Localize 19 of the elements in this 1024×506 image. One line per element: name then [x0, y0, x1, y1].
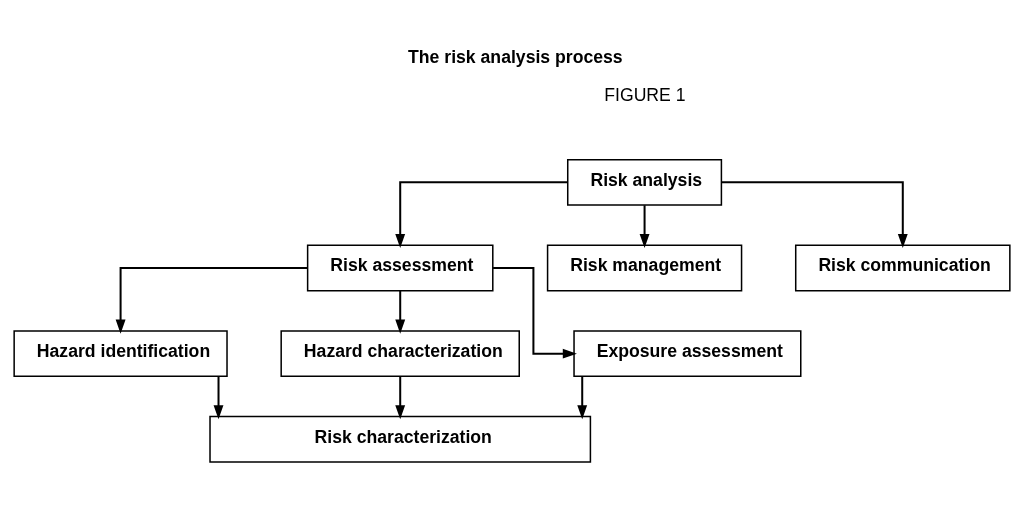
node-box: Risk management — [546, 244, 743, 291]
node-box: Hazard characterization — [280, 329, 520, 377]
arrow — [213, 376, 224, 419]
arrow — [395, 180, 568, 248]
arrow — [639, 204, 650, 248]
arrow — [395, 290, 406, 334]
arrow — [577, 376, 588, 419]
arrow — [115, 266, 308, 334]
node-box: Exposure assessment — [573, 329, 802, 377]
diagram-title: The risk analysis process — [408, 46, 623, 67]
arrow — [493, 266, 577, 359]
node-box: Risk communication — [794, 244, 1011, 291]
node-box: Risk characterization — [209, 415, 592, 463]
arrow — [721, 180, 908, 248]
node-box: Risk assessment — [306, 244, 494, 291]
node-box: Risk analysis — [567, 158, 723, 206]
node-box: Hazard identification — [13, 329, 228, 377]
label: FIGURE 1 — [604, 84, 686, 105]
arrow — [395, 376, 406, 419]
